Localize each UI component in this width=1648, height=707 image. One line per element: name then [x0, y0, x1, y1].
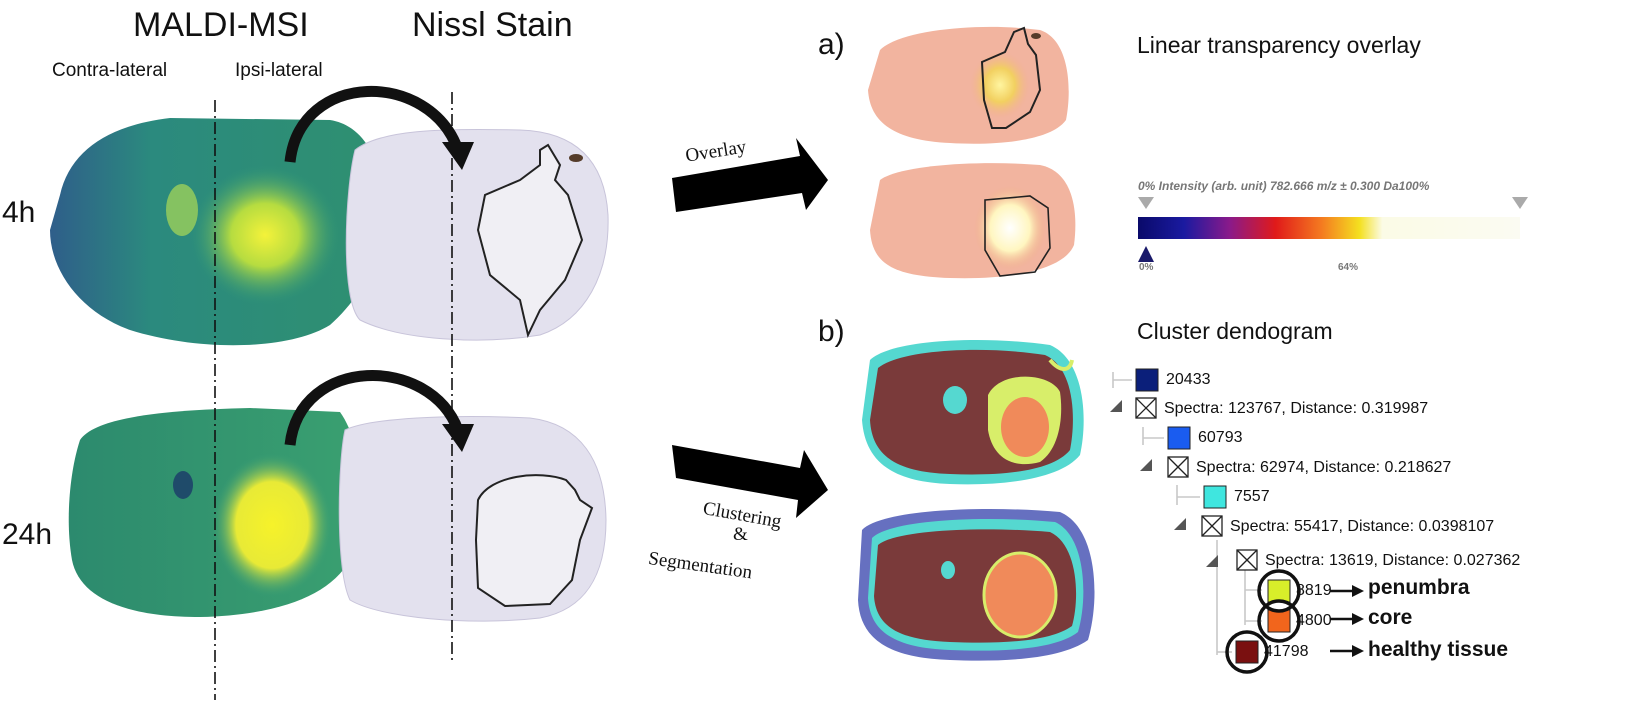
highlight-penumbra	[1257, 569, 1301, 613]
ampersand-label: &	[733, 524, 748, 545]
result-core: core	[1368, 606, 1413, 629]
result-penumbra: penumbra	[1368, 576, 1470, 599]
colorbar-tick-0: 0%	[1139, 262, 1154, 273]
node-label-spectra-123767: Spectra: 123767, Distance: 0.319987	[1164, 400, 1429, 417]
node-label-7557: 7557	[1234, 488, 1270, 505]
segmentation-arrow	[672, 445, 828, 518]
swatch-7557	[1203, 485, 1227, 509]
node-label-spectra-13619: Spectra: 13619, Distance: 0.027362	[1265, 552, 1521, 569]
curved-arrow-24h	[284, 370, 464, 446]
node-box-4	[1236, 549, 1258, 571]
node-box-3	[1201, 515, 1223, 537]
swatch-41798	[1235, 640, 1259, 664]
swatch-60793	[1167, 426, 1191, 450]
node-label-41798: 41798	[1264, 643, 1309, 660]
curved-arrow-4h	[284, 86, 464, 163]
swatch-8819	[1267, 579, 1291, 603]
contralateral-label: Contra-lateral	[52, 60, 168, 81]
highlight-core	[1257, 599, 1301, 643]
maldi-header: MALDI-MSI	[133, 6, 309, 44]
node-label-4800: 4800	[1296, 612, 1332, 629]
node-label-spectra-62974: Spectra: 62974, Distance: 0.218627	[1196, 459, 1452, 476]
panel-b-letter: b)	[818, 315, 845, 348]
overlay-4h-section	[868, 26, 1069, 144]
cluster-4h-core	[1001, 397, 1049, 457]
nissl-4h-lesion-outline	[476, 143, 584, 339]
node-box-1	[1135, 397, 1157, 419]
panel-a-heading: Linear transparency overlay	[1137, 32, 1421, 58]
intensity-colorbar	[1138, 217, 1520, 239]
cluster-24h-core	[982, 551, 1058, 639]
msi-4h-hotspot	[190, 165, 340, 305]
colorbar-tick-64: 64%	[1338, 262, 1359, 273]
ipsilateral-label: Ipsi-lateral	[235, 60, 323, 81]
timepoint-4h: 4h	[2, 196, 36, 229]
swatch-4800	[1267, 609, 1291, 633]
panel-b-heading: Cluster dendogram	[1137, 318, 1333, 344]
node-label-8819: 8819	[1296, 582, 1332, 599]
nissl-header: Nissl Stain	[412, 6, 573, 44]
node-label-20433: 20433	[1166, 371, 1211, 388]
msi-24h-hotspot	[212, 453, 332, 597]
overlay-arrow	[672, 138, 828, 212]
node-box-2	[1167, 456, 1189, 478]
timepoint-24h: 24h	[2, 518, 53, 551]
node-label-spectra-55417: Spectra: 55417, Distance: 0.0398107	[1230, 518, 1495, 535]
colorbar-caption: 0% Intensity (arb. unit) 782.666 m/z ± 0…	[1138, 179, 1430, 193]
swatch-20433	[1135, 368, 1159, 392]
result-healthy-tissue: healthy tissue	[1368, 638, 1509, 661]
nissl-24h-lesion-outline	[474, 474, 594, 608]
highlight-healthy	[1225, 630, 1269, 674]
node-label-60793: 60793	[1198, 429, 1243, 446]
panel-a-letter: a)	[818, 28, 845, 61]
